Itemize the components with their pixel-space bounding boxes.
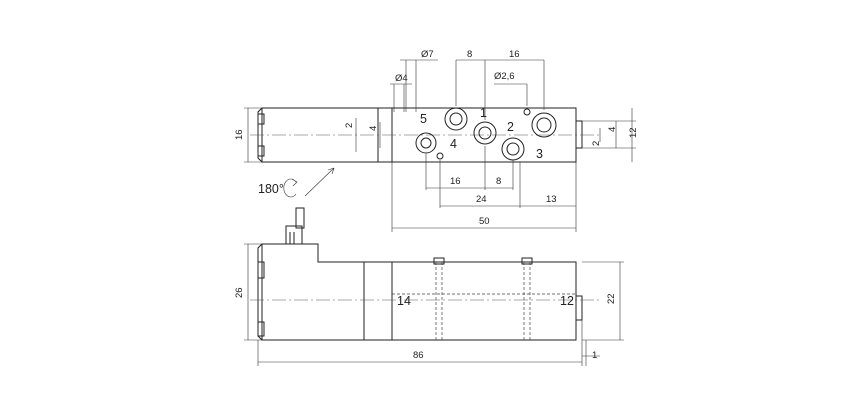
dim-dia7: Ø7	[421, 49, 434, 60]
port-label-2: 2	[507, 120, 514, 134]
port-label-1: 1	[480, 106, 487, 120]
dim-dia2-6: Ø2,6	[494, 71, 515, 82]
dim-span16-bottom: 16	[450, 176, 461, 187]
side-view: 14 12 26 22 86 1	[234, 207, 624, 366]
dim-height12: 12	[628, 127, 639, 138]
dim-height22: 22	[606, 293, 617, 304]
dim-pitch8-bottom: 8	[496, 176, 501, 187]
port-1-hole	[444, 107, 468, 131]
mounting-hole-lower	[436, 152, 444, 160]
rotation-label: 180°	[258, 182, 284, 196]
manual-override-actuator	[285, 207, 305, 245]
dim-offset4-left: 4	[368, 126, 379, 131]
port-label-4: 4	[450, 137, 457, 151]
port-label-14: 14	[397, 294, 411, 308]
dim-span24: 24	[476, 194, 487, 205]
bottom-dimension-lines	[391, 146, 577, 232]
port-5-hole	[415, 132, 437, 154]
port-3-hole	[501, 137, 525, 161]
dim-span13: 13	[546, 194, 557, 205]
port-label-12: 12	[560, 294, 574, 308]
dim-span16-top: 16	[509, 49, 520, 60]
rotation-arrow-icon	[283, 167, 335, 198]
port-label-3: 3	[536, 147, 543, 161]
right-dimension-lines	[582, 108, 636, 162]
side-view-outline	[257, 243, 583, 341]
dim-offset4-right: 4	[607, 127, 618, 132]
side-dimension-lines	[244, 243, 624, 366]
port-label-5: 5	[420, 112, 427, 126]
dim-height26: 26	[234, 287, 245, 298]
port-center-hole	[473, 121, 497, 145]
port-2-hole	[531, 112, 557, 138]
dim-gap1: 1	[592, 350, 597, 361]
dim-length86: 86	[413, 350, 424, 361]
dim-span50: 50	[479, 216, 490, 227]
mounting-hole-upper	[523, 108, 531, 116]
left-dimension-lines	[244, 107, 381, 163]
dim-height16: 16	[234, 129, 245, 140]
hidden-bores	[392, 257, 576, 340]
dim-dia4: Ø4	[395, 73, 408, 84]
dim-offset2-right: 2	[591, 141, 602, 146]
dim-offset2-left: 2	[344, 123, 355, 128]
dim-pitch8-top: 8	[467, 49, 472, 60]
top-dimension-lines	[390, 59, 545, 120]
top-view: 5 1 2 4 3 Ø7 Ø4 8 16 Ø2,6	[234, 49, 639, 232]
